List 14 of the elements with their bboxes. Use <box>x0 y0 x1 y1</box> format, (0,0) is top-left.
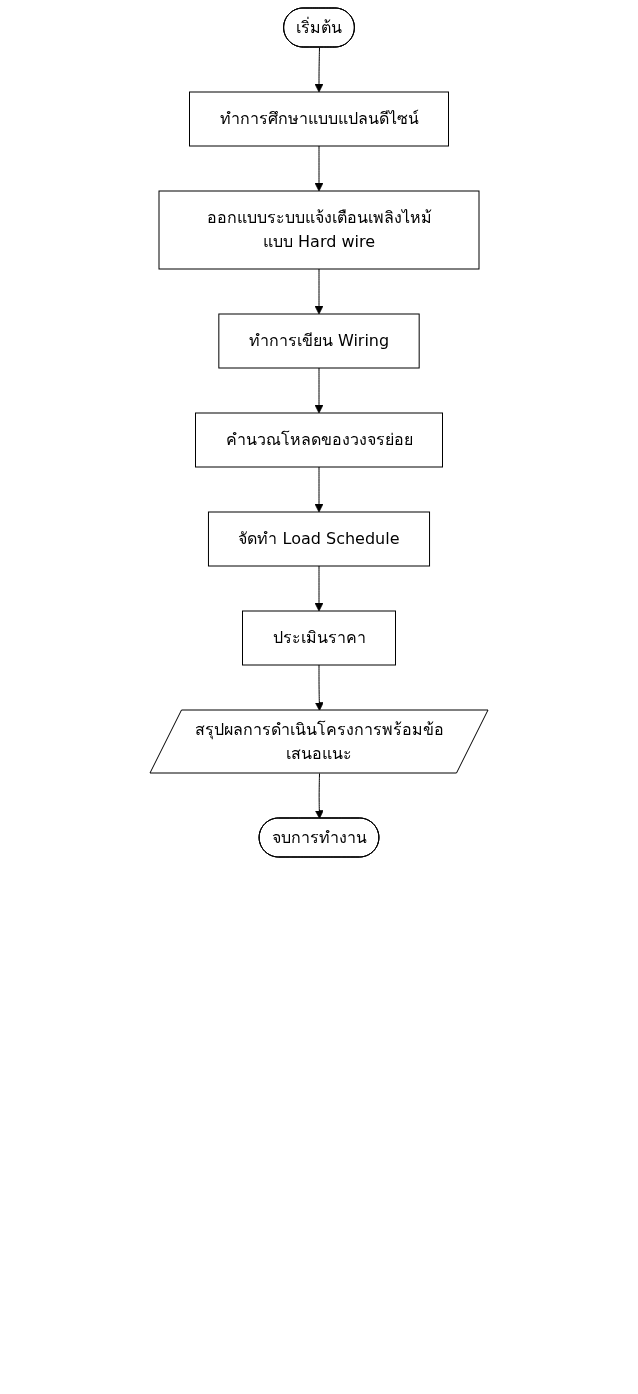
arrow <box>314 367 324 414</box>
node-box: ประเมินราคา <box>242 610 396 666</box>
node-box: ทำการศึกษาแบบแปลนดีไซน์ <box>189 91 449 147</box>
arrow <box>314 47 324 93</box>
arrow <box>314 773 324 819</box>
node-box: คำนวณโหลดของวงจรย่อย <box>195 412 443 468</box>
node-box: ทำการเขียน Wiring <box>218 313 420 369</box>
arrow <box>314 268 324 315</box>
arrow <box>314 565 324 612</box>
arrow <box>314 145 324 192</box>
node-box: จัดทำ Load Schedule <box>207 511 431 567</box>
arrow <box>314 664 324 711</box>
node-box: ออกแบบระบบแจ้งเตือนเพลิงไหม้แบบ Hard wire <box>158 190 480 270</box>
arrow <box>314 466 324 513</box>
